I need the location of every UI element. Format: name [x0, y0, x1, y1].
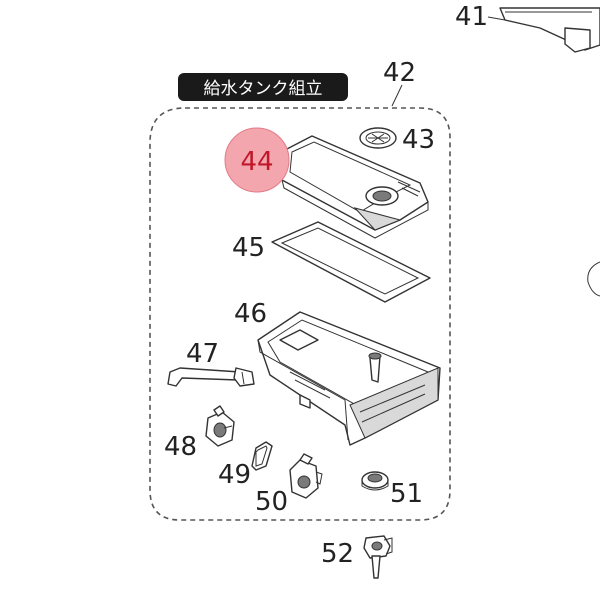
assembly-boundary: [149, 107, 451, 521]
part-number-42: 42: [383, 58, 416, 88]
partial-ring-edge: [587, 261, 600, 297]
part-number-41: 41: [455, 2, 488, 32]
part-number-45: 45: [232, 233, 265, 263]
part-number-46: 46: [234, 299, 267, 329]
leader-line-42: [391, 84, 403, 107]
part-44-tank-lid[interactable]: [281, 135, 429, 239]
part-48-valve[interactable]: [205, 405, 235, 447]
part-50-valve-assembly[interactable]: [289, 453, 323, 499]
part-52-nozzle[interactable]: [363, 535, 393, 579]
part-43-cap[interactable]: [359, 127, 397, 149]
leader-line-41: [487, 16, 506, 21]
part-number-44: 44: [240, 147, 273, 177]
part-number-50: 50: [255, 487, 288, 517]
part-number-51: 51: [390, 479, 423, 509]
part-49-small-gasket[interactable]: [251, 441, 273, 471]
assembly-label-text: 給水タンク組立: [204, 79, 323, 99]
part-number-48: 48: [164, 432, 197, 462]
part-number-49: 49: [218, 460, 251, 490]
part-number-47: 47: [186, 339, 219, 369]
assembly-label: 給水タンク組立: [178, 73, 348, 101]
part-51-o-ring[interactable]: [361, 471, 389, 491]
highlight-circle-44: [224, 127, 290, 193]
part-45-gasket[interactable]: [271, 221, 431, 303]
part-41-tray[interactable]: [499, 7, 600, 53]
part-46-tank-body[interactable]: [257, 311, 441, 446]
part-number-52: 52: [321, 539, 354, 569]
part-number-43: 43: [402, 125, 435, 155]
part-47-hose[interactable]: [167, 367, 255, 387]
assembly-label-bg: [178, 73, 348, 101]
